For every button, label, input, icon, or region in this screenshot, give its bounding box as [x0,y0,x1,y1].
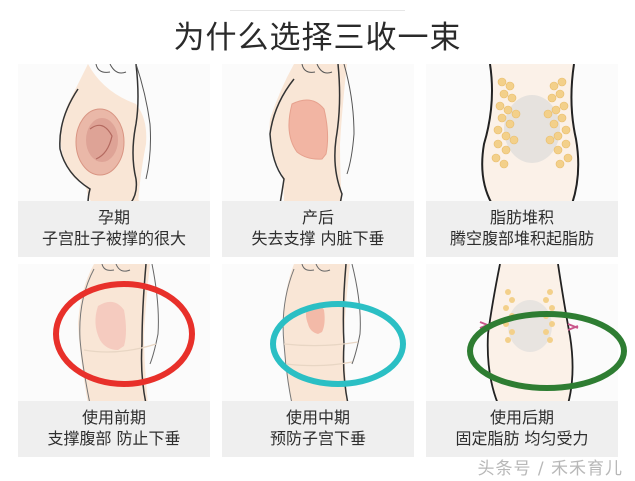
panel-fat: 脂肪堆积 腾空腹部堆积起脂肪 [426,64,618,257]
caption-text: 预防子宫下垂 [269,429,366,448]
caption: 脂肪堆积 腾空腹部堆积起脂肪 [426,201,618,257]
panel-pregnancy: 孕期 子宫肚子被撑的很大 [18,64,210,257]
late-use-illustration [479,264,579,404]
caption-title: 孕期 [97,208,130,227]
caption-text: 子宫肚子被撑的很大 [41,229,186,248]
mid-use-illustration [282,264,361,404]
caption-text: 支撑腹部 防止下垂 [47,429,181,448]
caption: 产后 失去支撑 内脏下垂 [222,201,414,257]
caption-text: 固定脂肪 均匀受力 [455,429,589,448]
postpartum-belly-illustration [269,64,355,204]
panel-mid-use: 使用中期 预防子宫下垂 [222,264,414,457]
caption-title: 使用前期 [81,408,146,427]
caption: 使用前期 支撑腹部 防止下垂 [18,401,210,457]
watermark: 头条号 / 禾禾育儿 [477,459,623,479]
panel-late-use: 使用后期 固定脂肪 均匀受力 [426,264,618,457]
caption-title: 使用中期 [285,408,350,427]
caption-title: 使用后期 [489,408,554,427]
caption: 使用中期 预防子宫下垂 [222,401,414,457]
caption: 使用后期 固定脂肪 均匀受力 [426,401,618,457]
caption: 孕期 子宫肚子被撑的很大 [18,201,210,257]
caption-text: 腾空腹部堆积起脂肪 [449,229,594,248]
fat-torso-illustration [481,64,580,204]
pregnant-belly-illustration [59,64,151,204]
page-title: 为什么选择三收一束 [173,20,462,56]
panel-early-use: 使用前期 支撑腹部 防止下垂 [18,264,210,457]
caption-title: 脂肪堆积 [489,208,554,227]
caption-text: 失去支撑 内脏下垂 [251,229,385,248]
early-use-illustration [78,264,159,404]
title-rule [230,10,405,11]
caption-title: 产后 [301,208,334,227]
panel-postpartum: 产后 失去支撑 内脏下垂 [222,64,414,257]
